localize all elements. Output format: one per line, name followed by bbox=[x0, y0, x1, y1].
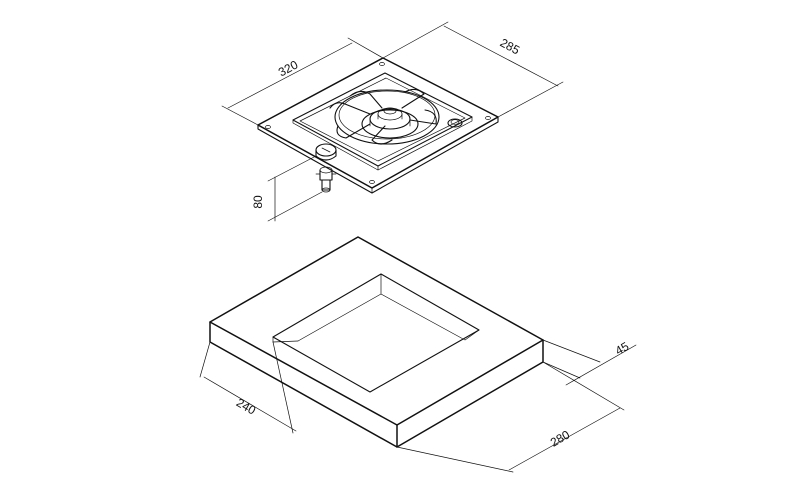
control-knob bbox=[315, 143, 337, 161]
dimension-label-45: 45 bbox=[613, 339, 632, 358]
burner bbox=[361, 107, 419, 139]
mounting-hole bbox=[369, 180, 375, 184]
dimension-cutout-depth: 280 bbox=[396, 361, 625, 473]
mounting-hole bbox=[485, 116, 491, 120]
worktop-side-edge bbox=[396, 339, 544, 448]
hob-drawing: 320 285 80 bbox=[221, 21, 564, 222]
cutout-drawing: 240 280 45 bbox=[199, 236, 637, 473]
dimension-hob-width: 320 bbox=[221, 37, 384, 126]
dimension-label-80: 80 bbox=[251, 195, 265, 209]
dimension-hob-height: 80 bbox=[251, 155, 323, 222]
dimension-cutout-thickness: 45 bbox=[542, 339, 637, 386]
igniter-button bbox=[447, 118, 463, 128]
dimension-label-320: 320 bbox=[276, 57, 301, 79]
burner-grate bbox=[329, 88, 440, 145]
mounting-hole bbox=[379, 62, 385, 66]
dimension-cutout-width: 240 bbox=[199, 341, 297, 434]
mounting-hole bbox=[265, 125, 271, 129]
dimension-label-285: 285 bbox=[498, 36, 523, 58]
worktop-top-face bbox=[209, 236, 544, 426]
hob-plate-edge bbox=[257, 116, 499, 194]
gas-connector bbox=[315, 166, 337, 193]
dimension-label-240: 240 bbox=[234, 395, 259, 417]
worktop-front-edge bbox=[209, 321, 398, 448]
